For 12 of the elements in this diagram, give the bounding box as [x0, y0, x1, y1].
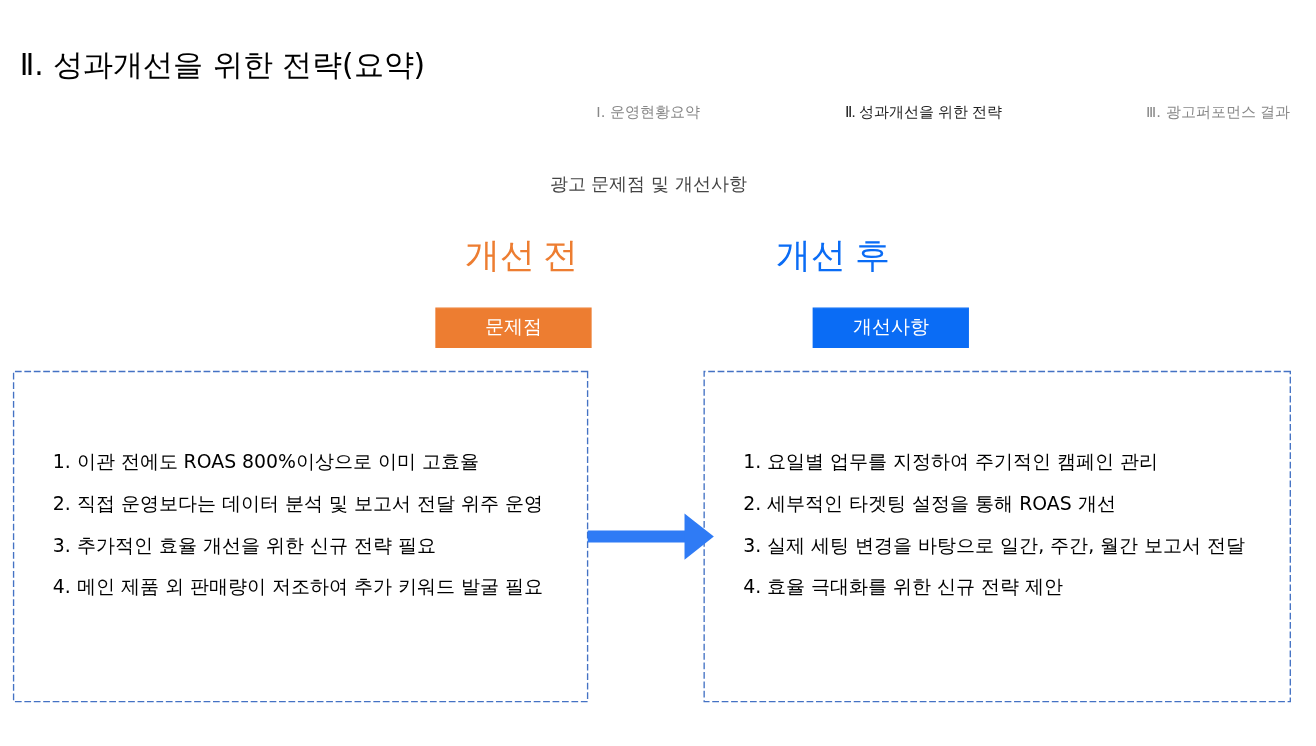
- label: Ⅲ. 광고퍼포먼스 결과: [1146, 102, 1291, 120]
- label: Ⅱ. 성과개선을 위한 전략: [844, 103, 1002, 120]
- label: 개선 후: [775, 235, 890, 275]
- node-box: 1. 이관 전에도 ROAS 800%이상으로 이미 고효율 2. 직접 운영보다는 데이터 분석 및 보고서 전달 위주 운영 3. 추가적인 효율 개선을 위한 신규 전략 필요 4. 메인 제품 외 판매량이 저조하여 추가 키워드 발굴 필요: [12, 370, 589, 702]
- label: 광고 문제점 및 개선사항: [549, 173, 747, 194]
- node-box: 개선사항: [812, 306, 969, 348]
- label: Ⅰ. 운영현황요약: [596, 102, 701, 120]
- node-box: 문제점: [435, 306, 592, 348]
- arrow: [587, 512, 714, 560]
- node-box: 1. 요일별 업무를 지정하여 주기적인 캠페인 관리 2. 세부적인 타겟팅 설정을 통해 ROAS 개선 3. 실제 세팅 변경을 바탕으로 일간, 주간, 월간 보고서 전달 4. 효율 극대화를 위한 신규 전략 제안: [703, 370, 1291, 702]
- diagram-title: Ⅱ. 성과개선을 위한 전략(요약): [19, 46, 426, 81]
- label: 개선 전: [464, 235, 579, 275]
